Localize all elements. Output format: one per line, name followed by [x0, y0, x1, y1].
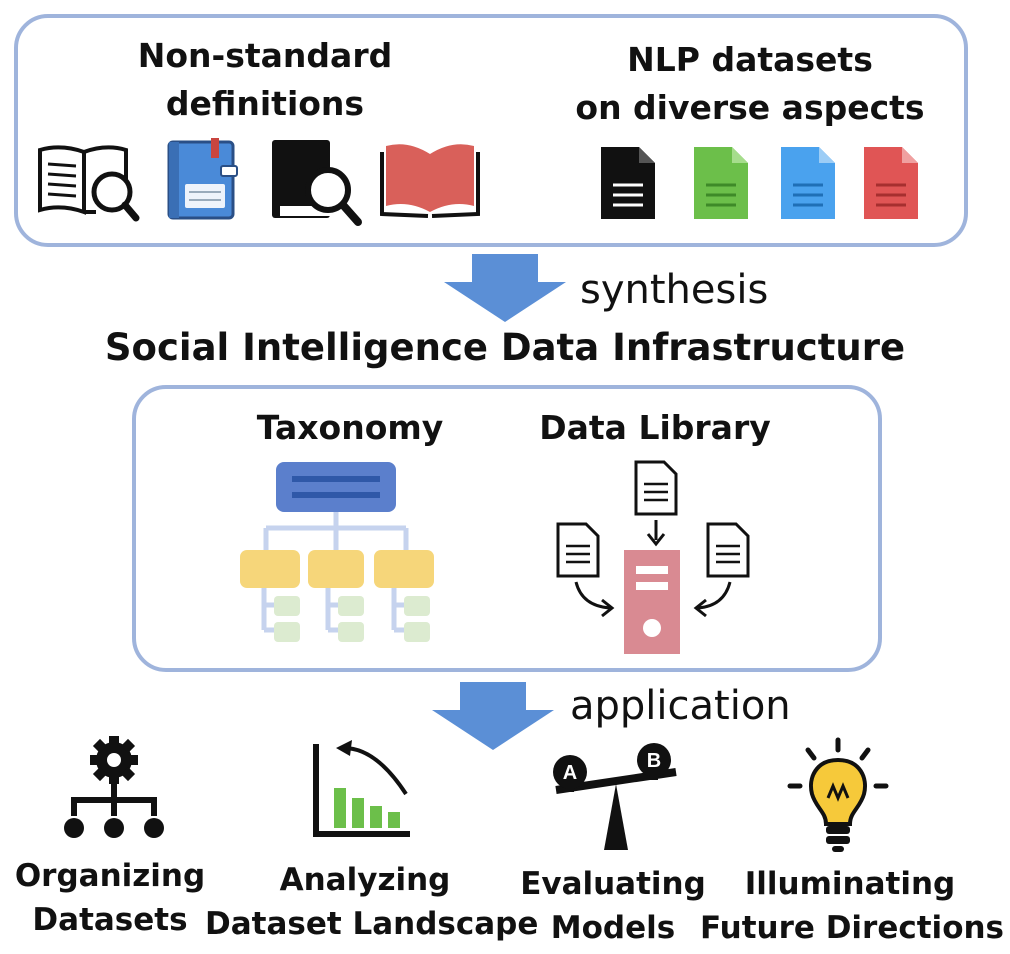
- heading-line-1: Non-standard: [137, 36, 393, 75]
- book-search-icon: [38, 145, 140, 222]
- app-analyzing-landscape: Analyzing Dataset Landscape: [205, 858, 539, 946]
- taxonomy-label: Taxonomy: [256, 408, 444, 447]
- heading-line-2: definitions: [165, 84, 365, 123]
- document-green-icon: [694, 147, 748, 219]
- book-magnifier-icon: [272, 140, 362, 226]
- application-label: application: [570, 683, 791, 729]
- svg-text:B: B: [647, 750, 661, 772]
- svg-text:A: A: [563, 762, 577, 784]
- heading-line-1: NLP datasets: [627, 40, 873, 79]
- app-line-2: Future Directions: [700, 910, 1005, 946]
- diary-icon: [167, 138, 238, 220]
- lightbulb-icon: [787, 737, 889, 852]
- app-line-1: Evaluating: [520, 866, 706, 902]
- document-black-icon: [601, 147, 655, 219]
- app-line-2: Datasets: [32, 902, 188, 938]
- main-title: Social Intelligence Data Infrastructure: [104, 326, 906, 369]
- document-red-icon: [864, 147, 918, 219]
- app-illuminating-directions: Illuminating Future Directions: [700, 862, 1005, 950]
- app-line-1: Analyzing: [279, 862, 451, 898]
- app-organizing-datasets: Organizing Datasets: [10, 854, 210, 942]
- application-arrow-icon: [432, 682, 554, 750]
- taxonomy-tree-icon: [240, 462, 434, 642]
- heading-line-2: on diverse aspects: [575, 88, 925, 127]
- app-line-1: Illuminating: [744, 866, 956, 902]
- app-line-2: Dataset Landscape: [205, 906, 539, 942]
- hierarchy-gear-icon: [64, 736, 164, 838]
- app-line-2: Models: [550, 910, 676, 946]
- data-library-label: Data Library: [539, 408, 771, 447]
- data-library-icon: [556, 460, 750, 654]
- doc-shape: [601, 147, 655, 219]
- nlp-datasets-heading: NLP datasets on diverse aspects: [560, 36, 940, 132]
- app-line-1: Organizing: [14, 858, 206, 894]
- infrastructure-box: [132, 385, 882, 672]
- open-book-icon: [380, 144, 480, 218]
- app-evaluating-models: Evaluating Models: [518, 862, 708, 950]
- synthesis-label: synthesis: [580, 267, 769, 313]
- taxonomy-root: [276, 462, 396, 512]
- trend-chart-icon: [313, 740, 410, 837]
- server-shape: [624, 550, 680, 654]
- balance-scale-icon: A B: [553, 743, 677, 850]
- non-standard-definitions-heading: Non-standard definitions: [115, 32, 415, 128]
- synthesis-arrow-icon: [444, 254, 566, 322]
- document-blue-icon: [781, 147, 835, 219]
